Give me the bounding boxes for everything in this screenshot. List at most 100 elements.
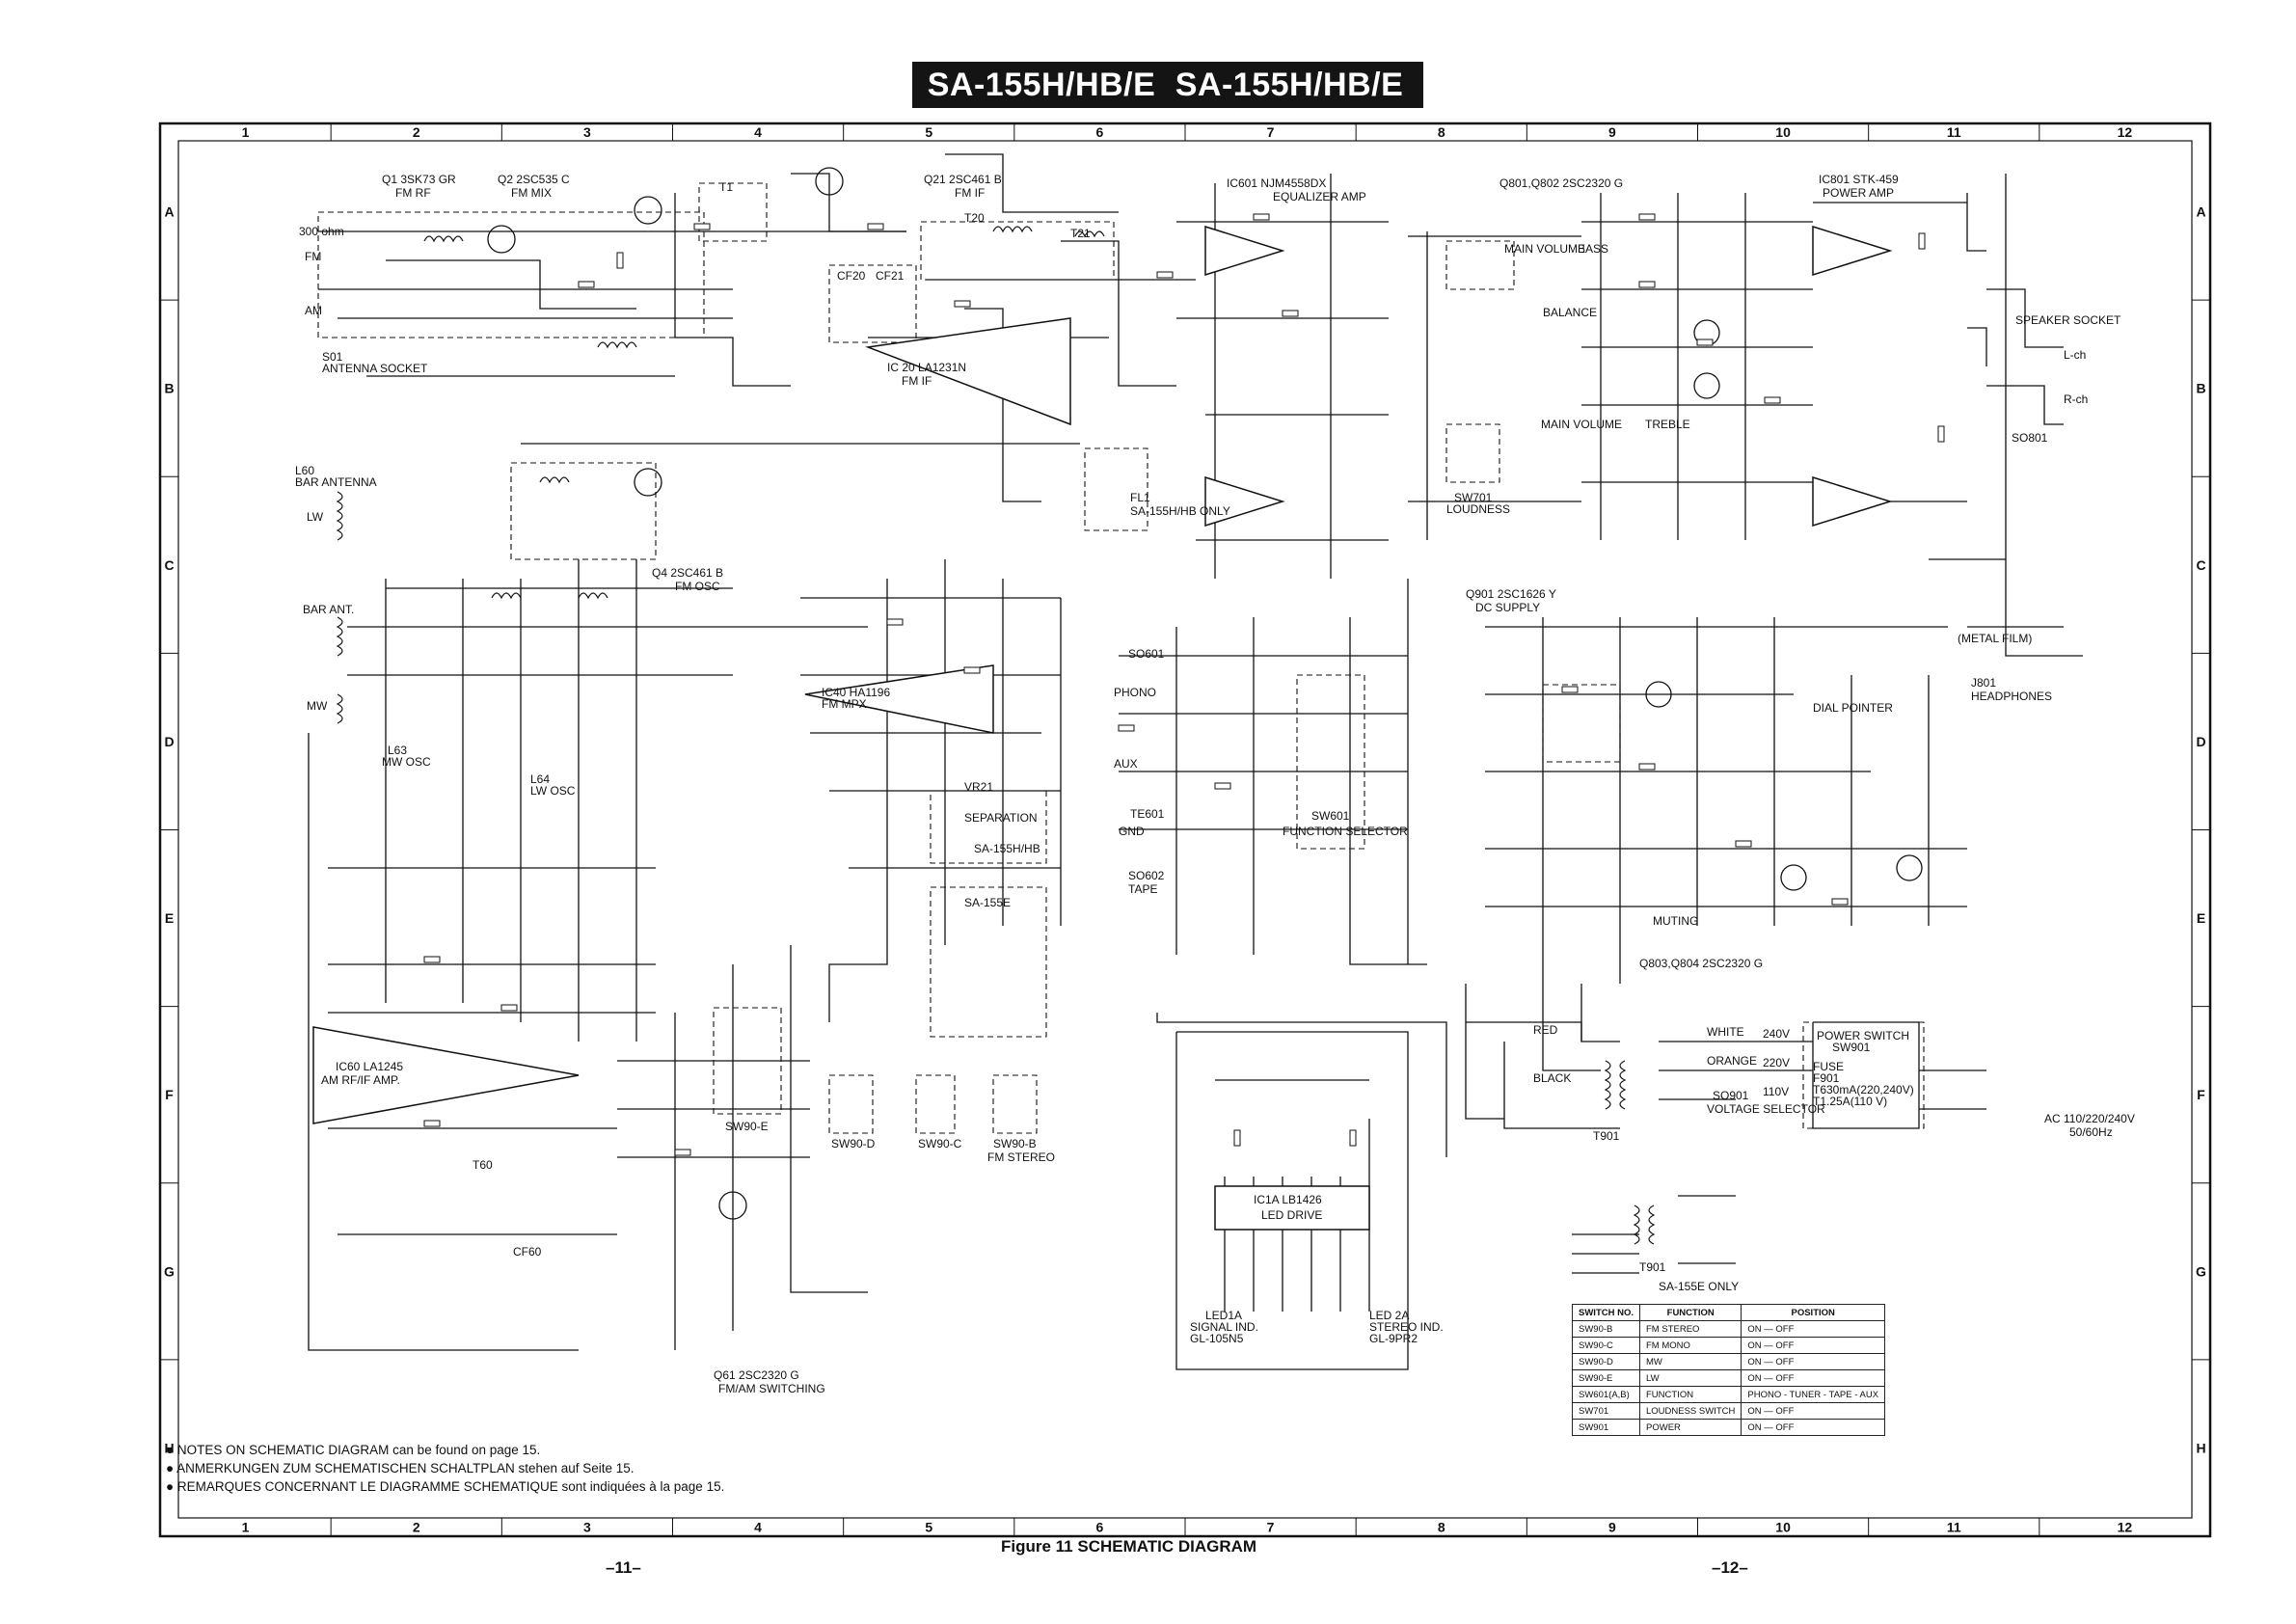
column-marker: 5 <box>925 1520 932 1535</box>
column-marker: 8 <box>1438 124 1445 140</box>
table-cell: PHONO - TUNER - TAPE - AUX <box>1741 1386 1886 1403</box>
shield-boxes <box>317 182 1925 1134</box>
lw-label: LW <box>307 510 324 524</box>
column-marker: 10 <box>1775 1520 1791 1535</box>
aux-label: AUX <box>1114 757 1138 771</box>
ic601-label: IC601 NJM4558DX <box>1227 176 1326 190</box>
ic40-label: IC40 HA1196 <box>822 686 890 699</box>
led1a-label: LED1A <box>1205 1309 1242 1322</box>
table-cell: SW90-B <box>1572 1320 1640 1338</box>
row-marker: B <box>2196 381 2205 396</box>
table-cell: LOUDNESS SWITCH <box>1638 1402 1742 1420</box>
power-switch-label: POWER SWITCH <box>1817 1029 1909 1042</box>
headphones-label: HEADPHONES <box>1971 690 2052 703</box>
j801-label: J801 <box>1971 676 1996 690</box>
column-marker: 11 <box>1947 124 1961 140</box>
so901-label: SO901 <box>1713 1089 1749 1102</box>
column-marker: 6 <box>1096 124 1104 140</box>
sa155hb-label: SA-155H/HB <box>974 842 1040 855</box>
page-number-left: –11– <box>606 1558 641 1577</box>
table-cell: ON — OFF <box>1741 1337 1886 1354</box>
column-marker: 7 <box>1267 124 1275 140</box>
column-marker: 11 <box>1947 1520 1961 1535</box>
row-marker: F <box>165 1087 174 1102</box>
gnd-label: GND <box>1119 825 1145 838</box>
q1-label: Q1 3SK73 GR <box>382 173 456 186</box>
column-marker: 1 <box>242 124 250 140</box>
note-french: ● REMARQUES CONCERNANT LE DIAGRAMME SCHE… <box>166 1479 725 1494</box>
column-marker: 10 <box>1775 124 1791 140</box>
row-marker: C <box>2196 557 2205 573</box>
row-marker: H <box>164 1440 174 1455</box>
bar-antenna-label: L60 <box>295 464 314 477</box>
ohm300-label: 300 ohm <box>299 225 344 238</box>
fm-stereo-label: FM STEREO <box>987 1150 1055 1164</box>
ac-freq-label: 50/60Hz <box>2069 1125 2113 1139</box>
ic20-sub-label: FM IF <box>902 374 932 388</box>
note-german: ● ANMERKUNGEN ZUM SCHEMATISCHEN SCHALTPL… <box>166 1461 635 1475</box>
wiring <box>308 153 2083 1370</box>
column-marker: 4 <box>754 124 762 140</box>
ic801-sub-label: POWER AMP <box>1823 186 1894 200</box>
ic20-label: IC 20 LA1231N <box>887 361 966 374</box>
q21-sub-label: FM IF <box>955 186 985 200</box>
fuse-rating-b-label: T1.25A(110 V) <box>1813 1095 1887 1108</box>
fuse-name-label: F901 <box>1813 1071 1840 1085</box>
white-wire-label: WHITE <box>1707 1025 1744 1039</box>
black-wire-label: BLACK <box>1533 1071 1571 1085</box>
table-cell: SW90-C <box>1572 1337 1640 1354</box>
so602-label: SO602 <box>1128 869 1165 882</box>
table-cell: ON — OFF <box>1741 1402 1886 1420</box>
bar-antenna-sub-label: BAR ANTENNA <box>295 475 377 489</box>
ic60-label: IC60 LA1245 <box>336 1060 403 1073</box>
main-volume-b-label: MAIN VOLUME <box>1541 418 1622 431</box>
table-cell: FUNCTION <box>1638 1386 1742 1403</box>
table-cell: SW90-D <box>1572 1353 1640 1370</box>
t60-label: T60 <box>473 1158 493 1172</box>
table-cell: SW701 <box>1572 1402 1640 1420</box>
cf60-label: CF60 <box>513 1245 542 1259</box>
column-marker: 8 <box>1438 1520 1445 1535</box>
balance-label: BALANCE <box>1543 306 1597 319</box>
q61-label: Q61 2SC2320 G <box>714 1368 799 1382</box>
row-marker: A <box>2196 204 2205 220</box>
lw-osc-label: LW OSC <box>530 784 576 798</box>
cf21-label: CF21 <box>876 269 905 283</box>
so801-label: SO801 <box>2012 431 2048 445</box>
q61-sub-label: FM/AM SWITCHING <box>718 1382 825 1395</box>
treble-label: TREBLE <box>1645 418 1690 431</box>
row-marker: F <box>2197 1087 2205 1102</box>
fuse-rating-a-label: T630mA(220,240V) <box>1813 1083 1914 1096</box>
orange-wire-label: ORANGE <box>1707 1054 1757 1068</box>
table-cell: SW90-E <box>1572 1369 1640 1387</box>
column-marker: 9 <box>1608 124 1616 140</box>
t20-label: T20 <box>964 211 985 225</box>
q901-sub-label: DC SUPPLY <box>1475 601 1540 614</box>
table-cell: ON — OFF <box>1741 1369 1886 1387</box>
column-marker: 12 <box>2118 124 2133 140</box>
schematic-notes: ● NOTES ON SCHEMATIC DIAGRAM can be foun… <box>166 1441 724 1496</box>
mw-label: MW <box>307 699 328 713</box>
bar-ant-label: BAR ANT. <box>303 603 354 616</box>
row-marker: D <box>2196 734 2205 749</box>
metal-film-label: (METAL FILM) <box>1958 632 2032 645</box>
phono-label: PHONO <box>1114 686 1156 699</box>
sw701-sub-label: LOUDNESS <box>1446 502 1510 516</box>
row-marker: A <box>164 204 174 220</box>
led2a-part-label: GL-9PR2 <box>1369 1332 1418 1345</box>
sw90e-label: SW90-E <box>725 1120 769 1133</box>
t901e-label: T901 <box>1639 1260 1666 1274</box>
sw601-label: SW601 <box>1311 809 1350 823</box>
ic601-sub-label: EQUALIZER AMP <box>1273 190 1366 203</box>
page-number-right: –12– <box>1712 1558 1748 1577</box>
table-cell: ON — OFF <box>1741 1320 1886 1338</box>
row-marker: B <box>164 381 174 396</box>
column-marker: 5 <box>925 124 932 140</box>
sw90d-label: SW90-D <box>831 1137 876 1150</box>
passive-components <box>423 213 1945 1156</box>
l-ch-label: L-ch <box>2064 348 2086 362</box>
column-marker: 2 <box>413 1520 420 1535</box>
